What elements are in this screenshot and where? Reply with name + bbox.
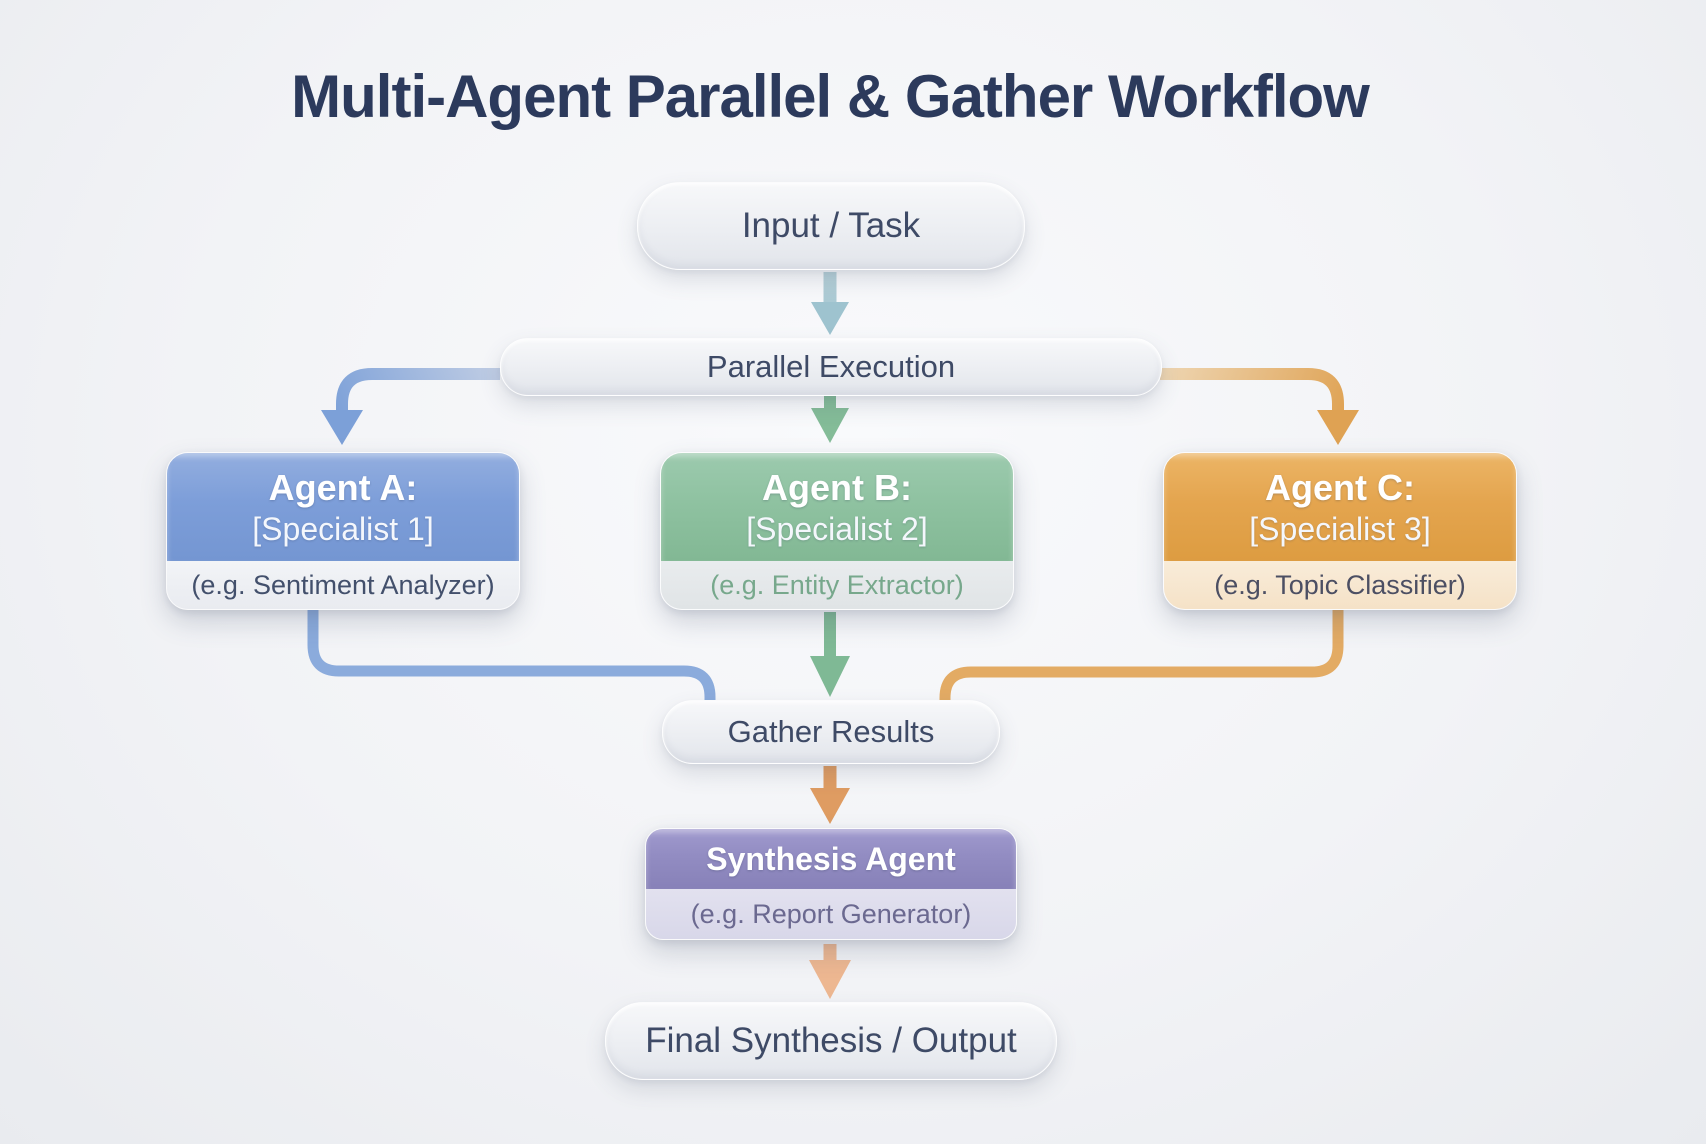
diagram-title: Multi-Agent Parallel & Gather Workflow bbox=[291, 63, 1370, 130]
agent-b-example: (e.g. Entity Extractor) bbox=[710, 569, 964, 600]
synthesis-agent-example: (e.g. Report Generator) bbox=[690, 898, 972, 929]
agent-b-header: Agent B: [Specialist 2] bbox=[661, 453, 1013, 561]
edge-input-to-parallel-arrowhead bbox=[811, 302, 849, 335]
synthesis-agent-header: Synthesis Agent bbox=[646, 829, 1016, 889]
node-input-task: Input / Task bbox=[637, 182, 1025, 270]
node-parallel-execution: Parallel Execution bbox=[500, 338, 1162, 396]
edge-agent-a-to-gather bbox=[307, 610, 716, 704]
agent-a-header: Agent A: [Specialist 1] bbox=[167, 453, 519, 561]
node-final-output: Final Synthesis / Output bbox=[605, 1002, 1057, 1080]
final-output-label: Final Synthesis / Output bbox=[645, 1021, 1017, 1060]
edge-gather-to-synthesis-arrowhead bbox=[810, 788, 850, 824]
agent-c-subtitle: [Specialist 3] bbox=[1249, 510, 1431, 547]
node-agent-c: Agent C: [Specialist 3] (e.g. Topic Clas… bbox=[1163, 452, 1517, 610]
agent-c-footer: (e.g. Topic Classifier) bbox=[1164, 561, 1516, 609]
agent-c-example: (e.g. Topic Classifier) bbox=[1214, 569, 1466, 600]
input-task-label: Input / Task bbox=[741, 206, 921, 245]
agent-b-footer: (e.g. Entity Extractor) bbox=[661, 561, 1013, 609]
edge-parallel-to-agent-a-arrowhead bbox=[321, 410, 363, 445]
parallel-execution-label: Parallel Execution bbox=[706, 349, 956, 384]
node-agent-b: Agent B: [Specialist 2] (e.g. Entity Ext… bbox=[660, 452, 1014, 610]
gather-results-label: Gather Results bbox=[727, 714, 935, 749]
agent-a-example: (e.g. Sentiment Analyzer) bbox=[191, 569, 495, 600]
node-agent-a: Agent A: [Specialist 1] (e.g. Sentiment … bbox=[166, 452, 520, 610]
agent-a-footer: (e.g. Sentiment Analyzer) bbox=[167, 561, 519, 609]
edge-agent-c-to-gather bbox=[939, 610, 1344, 704]
edge-parallel-to-agent-a bbox=[336, 368, 500, 414]
edge-parallel-to-agent-c-arrowhead bbox=[1317, 410, 1359, 445]
edge-agent-b-to-gather-arrowhead bbox=[810, 656, 850, 697]
agent-c-title: Agent C: bbox=[1265, 466, 1415, 508]
synthesis-agent-footer: (e.g. Report Generator) bbox=[646, 889, 1016, 939]
node-gather-results: Gather Results bbox=[662, 700, 1000, 764]
edge-synthesis-to-final-arrowhead bbox=[809, 960, 851, 999]
edge-parallel-to-agent-c bbox=[1160, 368, 1344, 414]
agent-a-title: Agent A: bbox=[268, 466, 418, 508]
agent-b-subtitle: [Specialist 2] bbox=[746, 510, 928, 547]
node-synthesis-agent: Synthesis Agent (e.g. Report Generator) bbox=[645, 828, 1017, 940]
agent-c-header: Agent C: [Specialist 3] bbox=[1164, 453, 1516, 561]
synthesis-agent-title: Synthesis Agent bbox=[706, 840, 956, 877]
edge-parallel-to-agent-b-arrowhead bbox=[811, 408, 849, 443]
agent-b-title: Agent B: bbox=[762, 466, 912, 508]
agent-a-subtitle: [Specialist 1] bbox=[252, 510, 434, 547]
